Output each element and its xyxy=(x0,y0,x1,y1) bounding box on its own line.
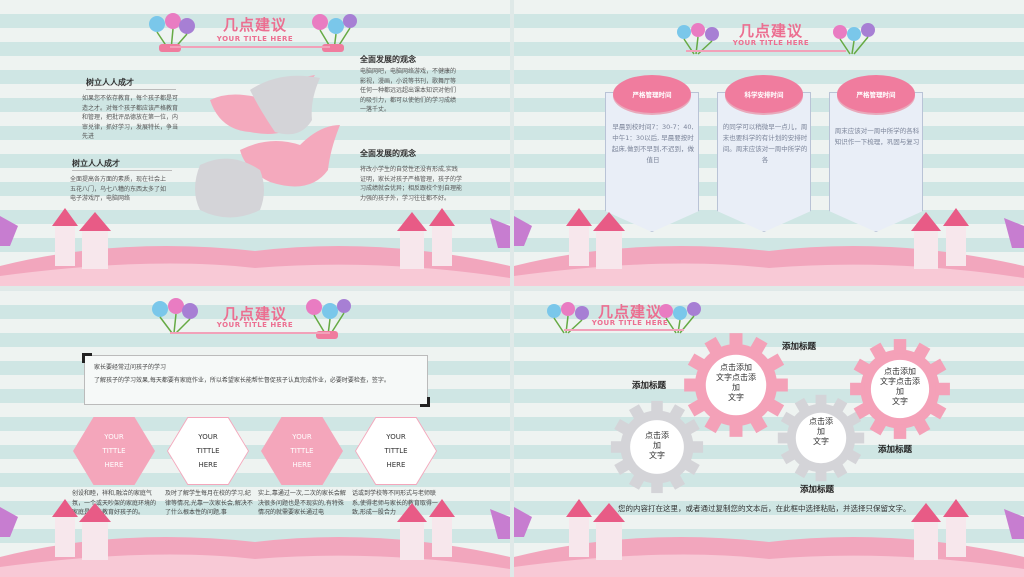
slide-title: 几点建议 xyxy=(738,22,803,40)
corner-bracket xyxy=(420,397,430,407)
divider xyxy=(72,170,172,171)
gear-icon xyxy=(684,333,788,437)
flower-balloon-icon xyxy=(833,23,875,55)
slide-1[interactable]: 几点建议 YOUR TITLE HERE 树立人人成才 如果您不依存教育，每个孩… xyxy=(0,0,510,286)
add-title-4[interactable]: 添加标题 xyxy=(800,485,835,495)
card-3-label: 严格管理时间 xyxy=(837,75,915,113)
slide-title: 几点建议 xyxy=(222,305,287,323)
title-underline xyxy=(686,50,846,52)
right-bottom-body: 将改小学生的自觉性还没有形成,实践证明，家长对孩子严格管理，孩子的学习成绩就会优… xyxy=(360,166,463,202)
slide-title: 几点建议 xyxy=(597,303,662,321)
title-underline xyxy=(170,332,330,334)
intro-line2: 了解孩子的学习效果,每天都要有家庭作业，所以希望家长能帮忙督促孩子认真完成作业，… xyxy=(94,377,390,384)
slide-subtitle: YOUR TITLE HERE xyxy=(216,35,294,43)
castle-landscape-decoration xyxy=(0,499,510,577)
gear-1-text[interactable]: 点击添 加 文字 xyxy=(645,431,669,460)
intro-line1: 家长要经常过问孩子的学习 xyxy=(94,364,167,371)
left-top-body: 如果您不依存教育，每个孩子都是可造之才。对每个孩子都应该严格教育和管理，把批评品… xyxy=(82,95,179,140)
divider xyxy=(86,89,176,90)
left-top-heading: 树立人人成才 xyxy=(86,78,134,87)
hex-text: YOUR xyxy=(104,433,124,441)
card-1-label: 严格管理时间 xyxy=(613,75,691,113)
column-1-text: 创设和睦，祥和,融洽的家庭气氛，一个或天吵架的家庭环境的家庭是无法教育好孩子的。 xyxy=(72,490,157,516)
hex-text: TITTLE xyxy=(384,447,408,455)
hexagon-4: YOUR TITTLE HERE xyxy=(355,417,437,485)
flower-balloon-icon xyxy=(306,299,351,339)
slide-3[interactable]: 几点建议 YOUR TITLE HERE 家长要经常过问孩子的学习 了解孩子的学… xyxy=(0,291,510,577)
slide-subtitle: YOUR TITLE HERE xyxy=(591,319,669,327)
hex-text: YOUR xyxy=(386,433,406,441)
right-bottom-heading: 全面发展的观念 xyxy=(360,149,416,158)
hexagon-2: YOUR TITTLE HERE xyxy=(167,417,249,485)
flower-balloon-icon xyxy=(152,298,198,334)
flower-balloon-icon xyxy=(659,302,701,334)
body-text[interactable]: 您的内容打在这里，或者通过复制您的文本后，在此框中选择粘贴，并选择只保留文字。 xyxy=(618,504,911,513)
card-1-text: 早晨到校时间7：30-7：40,中午1：30以后, 早晨要按时起床,做到不早到,… xyxy=(611,123,695,164)
hex-text: HERE xyxy=(292,461,312,469)
gear-3-text[interactable]: 点击添 加 文字 xyxy=(809,417,833,446)
add-title-2[interactable]: 添加标题 xyxy=(782,342,817,352)
castle-landscape-decoration xyxy=(514,499,1024,577)
hex-text: TITTLE xyxy=(290,447,314,455)
slide-subtitle: YOUR TITLE HERE xyxy=(732,39,810,47)
hex-text: HERE xyxy=(104,461,124,469)
flower-balloon-icon xyxy=(547,302,589,334)
hex-text: TITTLE xyxy=(102,447,126,455)
flower-balloon-icon xyxy=(149,13,195,52)
gear-4-text[interactable]: 点击添加 文字点击添 加 文字 xyxy=(880,367,920,406)
add-title-3[interactable]: 添加标题 xyxy=(878,445,913,455)
hex-text: YOUR xyxy=(198,433,218,441)
card-2 xyxy=(717,92,811,232)
column-4-text: 话或到学校等不同形式与老师联系,使得老师与家长的教育取得一致,形成一股合力 xyxy=(352,490,438,516)
right-top-heading: 全面发展的观念 xyxy=(360,55,416,64)
castle-landscape-decoration xyxy=(514,208,1024,286)
card-3 xyxy=(829,92,923,232)
hexagon-3: YOUR TITTLE HERE xyxy=(261,417,343,485)
slide-subtitle: YOUR TITLE HERE xyxy=(216,321,294,329)
gear-icon xyxy=(610,400,704,494)
gear-icon xyxy=(777,394,865,482)
corner-bracket xyxy=(82,353,92,363)
hex-text: TITTLE xyxy=(196,447,220,455)
hex-text: YOUR xyxy=(292,433,312,441)
add-title-1[interactable]: 添加标题 xyxy=(632,381,667,391)
card-2-text: 的同学可以稍微早一点儿，周末也要科学的有计划的安排时间。周末应该对一周中所学的各 xyxy=(722,123,808,164)
intro-box xyxy=(84,355,428,405)
column-3-text: 实上,靠通过一次,二次的家长会解决很多问题也是不现实的,有特殊情况的就需要家长通… xyxy=(258,490,346,516)
title-underline xyxy=(564,329,684,331)
card-3-text: 周末应该对一周中所学的各科知识作一下梳理，巩固与复习 xyxy=(834,127,920,146)
title-underline xyxy=(170,46,330,48)
left-bottom-heading: 树立人人成才 xyxy=(72,159,120,168)
hex-text: HERE xyxy=(198,461,218,469)
left-bottom-body: 全面提高各方面的素质，现在社会上五花八门，乌七八糟的东西太多了如电子游戏厅，电脑… xyxy=(70,176,167,202)
slide-title: 几点建议 xyxy=(222,16,287,34)
card-2-label: 科学安排时间 xyxy=(725,75,803,113)
column-2-text: 及时了解学生每月在校的学习,纪律等情况,光靠一次家长会,解决不了什么根本性的问题… xyxy=(165,490,253,516)
castle-landscape-decoration xyxy=(0,208,510,286)
hexagon-1: YOUR TITTLE HERE xyxy=(73,417,155,485)
gear-2-text[interactable]: 点击添加 文字点击添 加 文字 xyxy=(716,363,756,402)
slide-2[interactable]: 几点建议 YOUR TITLE HERE 严格管理时间 早晨到校时间7：30-7… xyxy=(514,0,1024,286)
right-top-body: 电脑网吧，电脑网络游戏，不健康的影视，漫画，小说等书刊，歌舞厅等任何一种都远远超… xyxy=(360,68,457,113)
hex-text: HERE xyxy=(386,461,406,469)
slide-4[interactable]: 几点建议 YOUR TITLE HERE xyxy=(514,291,1024,577)
bird-shapes-illustration xyxy=(195,75,340,218)
gear-icon xyxy=(850,339,950,439)
